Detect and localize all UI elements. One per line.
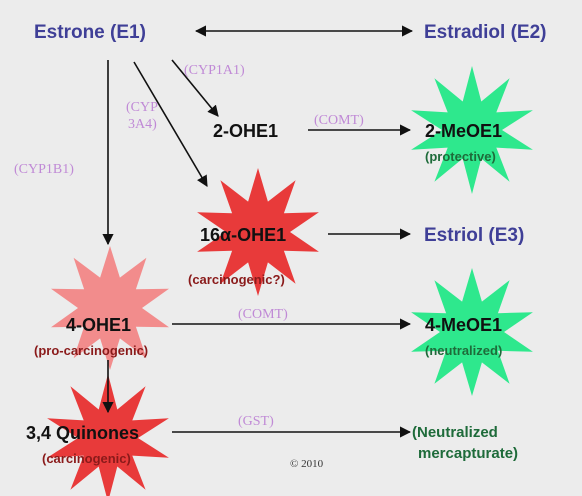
enzyme-comt-top: (COMT) bbox=[314, 113, 364, 128]
enzyme-gst: (GST) bbox=[238, 414, 274, 429]
red-starburst-quinones bbox=[47, 374, 169, 496]
4ohe1-label: 4-OHE1 bbox=[66, 315, 131, 335]
neutralized-line2: mercapturate) bbox=[418, 445, 518, 462]
arrow-e1-16ohe bbox=[133, 61, 208, 187]
green-starburst-4meoe1 bbox=[411, 268, 533, 396]
copyright-text: © 2010 bbox=[290, 458, 324, 470]
16ohe1-note: (carcinogenic?) bbox=[188, 272, 285, 287]
4ohe1-note: (pro-carcinogenic) bbox=[34, 343, 148, 358]
4meoe1-label: 4-MeOE1 bbox=[425, 315, 502, 335]
quinones-note: (carcinogenic) bbox=[42, 451, 131, 466]
enzyme-cyp3a4-line2: 3A4) bbox=[128, 117, 157, 132]
2meoe1-label: 2-MeOE1 bbox=[425, 121, 502, 141]
arrow-e1-2ohe bbox=[171, 59, 219, 117]
pink-starburst-4ohe1 bbox=[51, 246, 169, 370]
enzyme-comt-mid: (COMT) bbox=[238, 307, 288, 322]
red-starburst-16ohe1 bbox=[197, 168, 319, 296]
16ohe1-label: 16α-OHE1 bbox=[200, 225, 286, 245]
enzyme-cyp3a4-line1: (CYP bbox=[126, 100, 158, 115]
2meoe1-note: (protective) bbox=[425, 149, 496, 164]
quinones-label: 3,4 Quinones bbox=[26, 423, 139, 443]
estriol-label: Estriol (E3) bbox=[424, 225, 524, 246]
neutralized-line1: (Neutralized bbox=[412, 424, 498, 441]
enzyme-cyp1a1: (CYP1A1) bbox=[184, 63, 245, 78]
green-starburst-2meoe1 bbox=[411, 66, 533, 194]
2ohe1-label: 2-OHE1 bbox=[213, 121, 278, 141]
estradiol-label: Estradiol (E2) bbox=[424, 22, 546, 43]
estrone-label: Estrone (E1) bbox=[34, 22, 146, 43]
4meoe1-note: (neutralized) bbox=[425, 343, 502, 358]
enzyme-cyp1b1: (CYP1B1) bbox=[14, 162, 74, 177]
